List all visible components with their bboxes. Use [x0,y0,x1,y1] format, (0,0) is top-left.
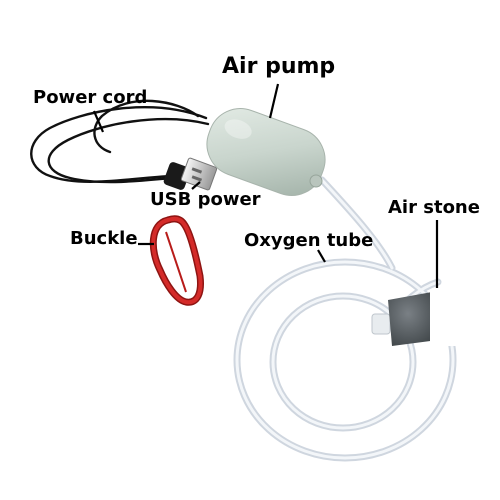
air-pump [206,108,326,196]
label-buckle: Buckle [70,228,138,249]
oxygen-tube [233,176,457,462]
usb-plug [163,157,218,191]
label-oxygen-tube: Oxygen tube [244,230,374,251]
label-air-pump: Air pump [222,54,336,79]
pointer-oxygen-tube [317,249,326,263]
buckle [149,215,204,306]
air-stone [371,290,456,346]
label-air-stone: Air stone [388,197,480,218]
label-power-cord: Power cord [33,87,148,108]
pointer-power-cord [92,110,105,133]
pointer-usb-power [191,181,201,190]
label-usb-power: USB power [150,189,261,210]
power-cord [30,99,210,184]
pointer-lines [92,83,439,288]
pointer-air-pump [268,83,280,119]
